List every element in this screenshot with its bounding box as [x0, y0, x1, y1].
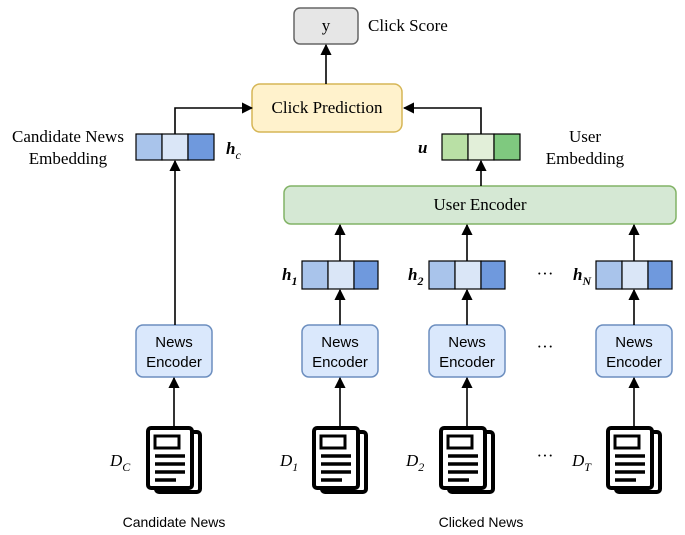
candidate-embedding-label-2: Embedding [29, 149, 108, 168]
document-icon-candidate [146, 426, 202, 494]
user-encoder-box [283, 185, 677, 225]
document-icon-1 [312, 426, 368, 494]
user-encoder-label: User Encoder [434, 195, 527, 214]
news-encoder-1: News Encoder [301, 324, 379, 378]
hidden-vector-n [595, 260, 673, 290]
hidden-symbol-1: h1 [282, 265, 297, 288]
svg-text:Encoder: Encoder [439, 354, 495, 371]
candidate-embedding-symbol: hc [226, 139, 241, 162]
news-encoder-2: News Encoder [428, 324, 506, 378]
caption-clicked-news: Clicked News [439, 514, 524, 530]
svg-text:News: News [448, 334, 486, 351]
hidden-vector-2 [428, 260, 506, 290]
ellipsis-docs: ··· [537, 446, 554, 465]
svg-text:News: News [321, 334, 359, 351]
hidden-symbol-2: h2 [408, 265, 423, 288]
user-embedding-label-1: User [569, 127, 601, 146]
hidden-vector-1 [301, 260, 379, 290]
output-label: Click Score [368, 16, 448, 35]
output-symbol: y [322, 16, 331, 35]
candidate-embedding-label-1: Candidate News [12, 127, 124, 146]
user-embedding-symbol: u [418, 138, 427, 157]
user-embedding-label-2: Embedding [546, 149, 625, 168]
click-prediction-label: Click Prediction [272, 98, 383, 117]
caption-candidate-news: Candidate News [123, 514, 226, 530]
user-embedding-vector [441, 133, 521, 161]
svg-text:News: News [155, 334, 193, 351]
document-icon-t [606, 426, 662, 494]
candidate-embedding-vector [135, 133, 215, 161]
news-encoder-candidate: News Encoder [135, 324, 213, 378]
doc-label-1: D1 [279, 451, 298, 474]
doc-label-t: DT [571, 451, 592, 474]
news-encoder-t: News Encoder [595, 324, 673, 378]
svg-text:Encoder: Encoder [312, 354, 368, 371]
ellipsis-hidden: ··· [537, 264, 554, 283]
document-icon-2 [439, 426, 495, 494]
hidden-symbol-n: hN [573, 265, 592, 288]
ellipsis-encoders: ··· [537, 337, 554, 356]
doc-label-2: D2 [405, 451, 424, 474]
svg-text:News: News [615, 334, 653, 351]
svg-text:Encoder: Encoder [606, 354, 662, 371]
doc-label-candidate: DC [109, 451, 131, 474]
arrow-user-to-prediction [402, 102, 482, 134]
svg-text:Encoder: Encoder [146, 354, 202, 371]
arrow-candidate-to-prediction [174, 102, 254, 134]
